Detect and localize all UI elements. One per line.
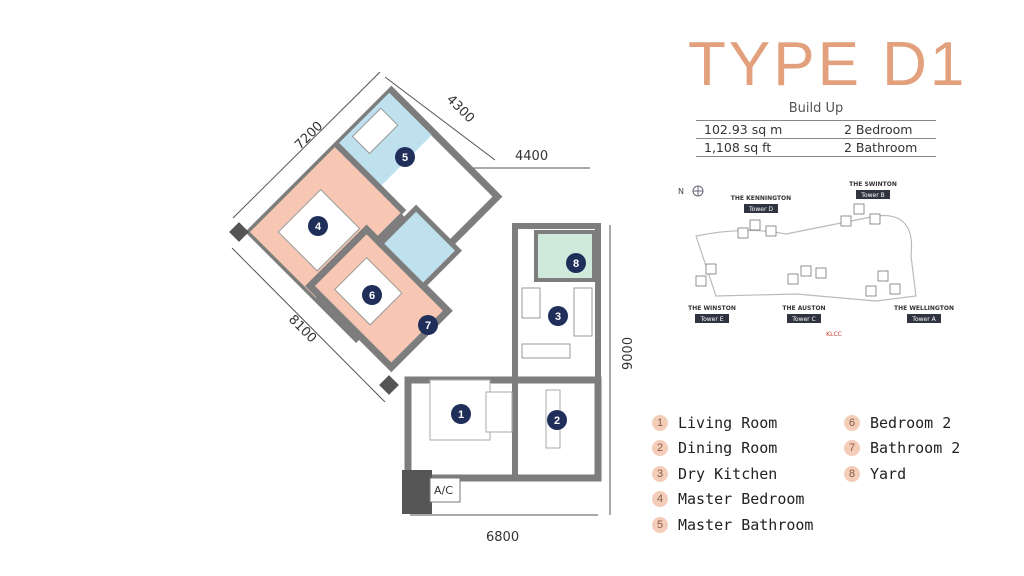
legend-item: 4 Master Bedroom	[652, 487, 813, 513]
build-up-table: 102.93 sq m 2 Bedroom 1,108 sq ft 2 Bath…	[696, 120, 936, 157]
legend-item: 3 Dry Kitchen	[652, 461, 813, 487]
build-up-label: Build Up	[788, 101, 844, 116]
legend-number: 6	[844, 414, 860, 431]
dimension-lines	[231, 71, 611, 516]
room-marker	[362, 285, 382, 305]
dim-left: 8100	[285, 312, 319, 346]
legend-label: Dry Kitchen	[678, 464, 778, 483]
legend-right: 6 Bedroom 2 7 Bathroom 2 8 Yard	[844, 410, 960, 487]
legend-number: 8	[844, 465, 860, 482]
legend-number: 7	[844, 440, 860, 457]
dim-right: 9000	[621, 337, 636, 370]
build-up-row: 102.93 sq m 2 Bedroom	[696, 121, 936, 139]
legend-left: 1 Living Room 2 Dining Room 3 Dry Kitchen 4…	[652, 410, 813, 538]
room-marker	[451, 404, 471, 424]
tower-name: THE AUSTON	[782, 305, 825, 312]
master-bathroom-floor	[338, 92, 432, 187]
build-up-rooms: 2 Bedroom	[844, 122, 913, 137]
legend-item: 8 Yard	[844, 461, 960, 487]
room-marker	[308, 216, 328, 236]
site-plan: N THE KENNINGTON THE SWINTON THE WINSTON…	[678, 181, 954, 338]
room-marker	[418, 315, 438, 335]
floor-plan: 7200 4300 4400 8100 9000 6800 A/C	[229, 71, 636, 545]
tower-name: THE WINSTON	[688, 305, 736, 312]
legend-item: 1 Living Room	[652, 410, 813, 436]
tower-name: THE SWINTON	[849, 181, 897, 188]
legend-number: 3	[652, 465, 668, 482]
legend-label: Master Bathroom	[678, 515, 814, 534]
room-marker-number: 3	[555, 311, 561, 323]
tower-tag: Tower A	[911, 316, 936, 323]
tower-tag: Tower E	[699, 316, 723, 323]
room-marker	[548, 306, 568, 326]
tower-name: THE WELLINGTON	[894, 305, 954, 312]
landmark-label: KLCC	[826, 331, 842, 338]
legend-label: Bedroom 2	[870, 413, 952, 432]
room-marker	[547, 410, 567, 430]
legend-number: 5	[652, 516, 668, 533]
ac-label: A/C	[434, 484, 453, 497]
tower-footprints	[695, 203, 901, 297]
tower-name: THE KENNINGTON	[731, 195, 791, 202]
legend-label: Living Room	[678, 413, 778, 432]
legend-label: Bathroom 2	[870, 439, 961, 458]
room-marker-number: 8	[573, 258, 579, 270]
dim-top-left: 7200	[292, 119, 326, 153]
room-marker-number: 1	[458, 409, 464, 421]
room-marker	[395, 147, 415, 167]
legend-item: 2 Dining Room	[652, 436, 813, 462]
room-marker-number: 5	[402, 152, 408, 164]
room-marker-number: 7	[425, 320, 431, 332]
room-marker-number: 4	[315, 221, 322, 233]
dim-top-right: 4300	[443, 92, 477, 126]
legend-number: 1	[652, 414, 668, 431]
build-up-rooms: 2 Bathroom	[844, 140, 918, 155]
legend-label: Yard	[870, 464, 907, 483]
build-up-area: 102.93 sq m	[704, 122, 783, 137]
legend-item: 7 Bathroom 2	[844, 436, 960, 462]
room-marker	[566, 253, 586, 273]
dim-bottom: 6800	[486, 530, 519, 545]
dim-right-top: 4400	[515, 149, 548, 164]
tower-tag: Tower B	[860, 192, 884, 199]
legend-label: Dining Room	[678, 439, 778, 458]
build-up-area: 1,108 sq ft	[704, 140, 772, 155]
room-marker-number: 6	[369, 290, 375, 302]
build-up-row: 1,108 sq ft 2 Bathroom	[696, 139, 936, 157]
tower-tag: Tower D	[748, 206, 773, 213]
legend-label: Master Bedroom	[678, 490, 805, 509]
legend-number: 2	[652, 440, 668, 457]
legend-item: 5 Master Bathroom	[652, 512, 813, 538]
legend-item: 6 Bedroom 2	[844, 410, 960, 436]
legend-number: 4	[652, 491, 668, 508]
unit-type-title: TYPE D1	[688, 30, 968, 99]
tower-tag: Tower C	[791, 316, 815, 323]
north-label: N	[678, 187, 684, 196]
living-block: A/C	[229, 222, 602, 514]
room-marker-number: 2	[554, 415, 560, 427]
